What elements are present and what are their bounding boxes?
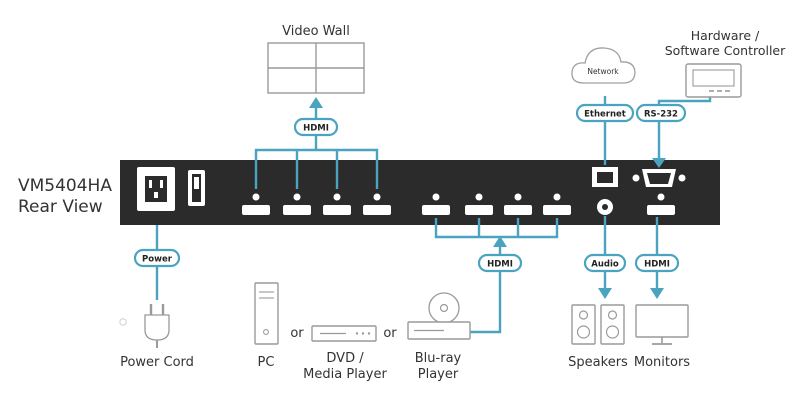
pill-hdmi-out: HDMI (293, 117, 339, 137)
arrow-up-videowall-icon (309, 97, 323, 108)
pill-rs232: RS-232 (635, 103, 687, 123)
device-title-line1: VM5404HA (18, 176, 112, 196)
dvd-label-line1: DVD / (326, 351, 364, 366)
controller-label-line1: Hardware / (691, 28, 760, 43)
or-label-2: or (383, 326, 397, 341)
dvd-player-icon (311, 325, 377, 342)
arrowheads (309, 97, 666, 299)
video-wall-icon (267, 42, 365, 94)
or-label-1: or (290, 326, 304, 341)
controller-label-line2: Software Controller (665, 43, 786, 58)
pill-power: Power (133, 248, 181, 268)
svg-text:Audio: Audio (591, 260, 619, 270)
bluray-label-line1: Blu-ray (415, 351, 462, 366)
network-cloud-icon (571, 47, 636, 84)
video-wall-label: Video Wall (282, 24, 350, 39)
monitor-hdmi-port (657, 193, 665, 201)
monitors-label: Monitors (634, 355, 690, 370)
arrow-up-input-icon (493, 236, 507, 247)
pc-tower-icon (254, 282, 279, 345)
speakers-label: Speakers (568, 355, 628, 370)
monitor-icon (635, 304, 689, 345)
pill-hdmi-monitor: HDMI (634, 253, 680, 273)
dvd-label-line2: Media Player (303, 367, 387, 382)
power-plug-icon (119, 304, 170, 348)
pill-audio: Audio (583, 253, 627, 273)
arrow-down-monitors-icon (650, 288, 664, 299)
svg-text:HDMI: HDMI (644, 260, 670, 270)
rs232-port (632, 169, 686, 187)
arrow-down-rs232-icon (652, 158, 666, 168)
svg-text:Ethernet: Ethernet (584, 110, 626, 120)
rear-panel (120, 160, 720, 225)
network-label: Network (587, 67, 619, 76)
svg-text:Power: Power (142, 255, 173, 265)
rear-panel-body (120, 160, 720, 225)
svg-text:HDMI: HDMI (487, 260, 513, 270)
arrow-down-speakers-icon (598, 288, 612, 299)
pill-ethernet: Ethernet (575, 103, 635, 123)
hdmi-input-ports (422, 193, 571, 215)
pill-hdmi-in: HDMI (477, 253, 523, 273)
pc-label: PC (258, 355, 275, 370)
svg-text:HDMI: HDMI (303, 124, 329, 134)
bluray-player-icon (407, 292, 471, 340)
speakers-icon (571, 304, 625, 345)
bluray-label-line2: Player (418, 367, 459, 382)
hdmi-output-ports (242, 193, 391, 215)
power-cord-label: Power Cord (120, 355, 194, 370)
device-title-line2: Rear View (18, 197, 103, 217)
svg-text:RS-232: RS-232 (644, 110, 678, 120)
controller-icon (685, 63, 742, 98)
